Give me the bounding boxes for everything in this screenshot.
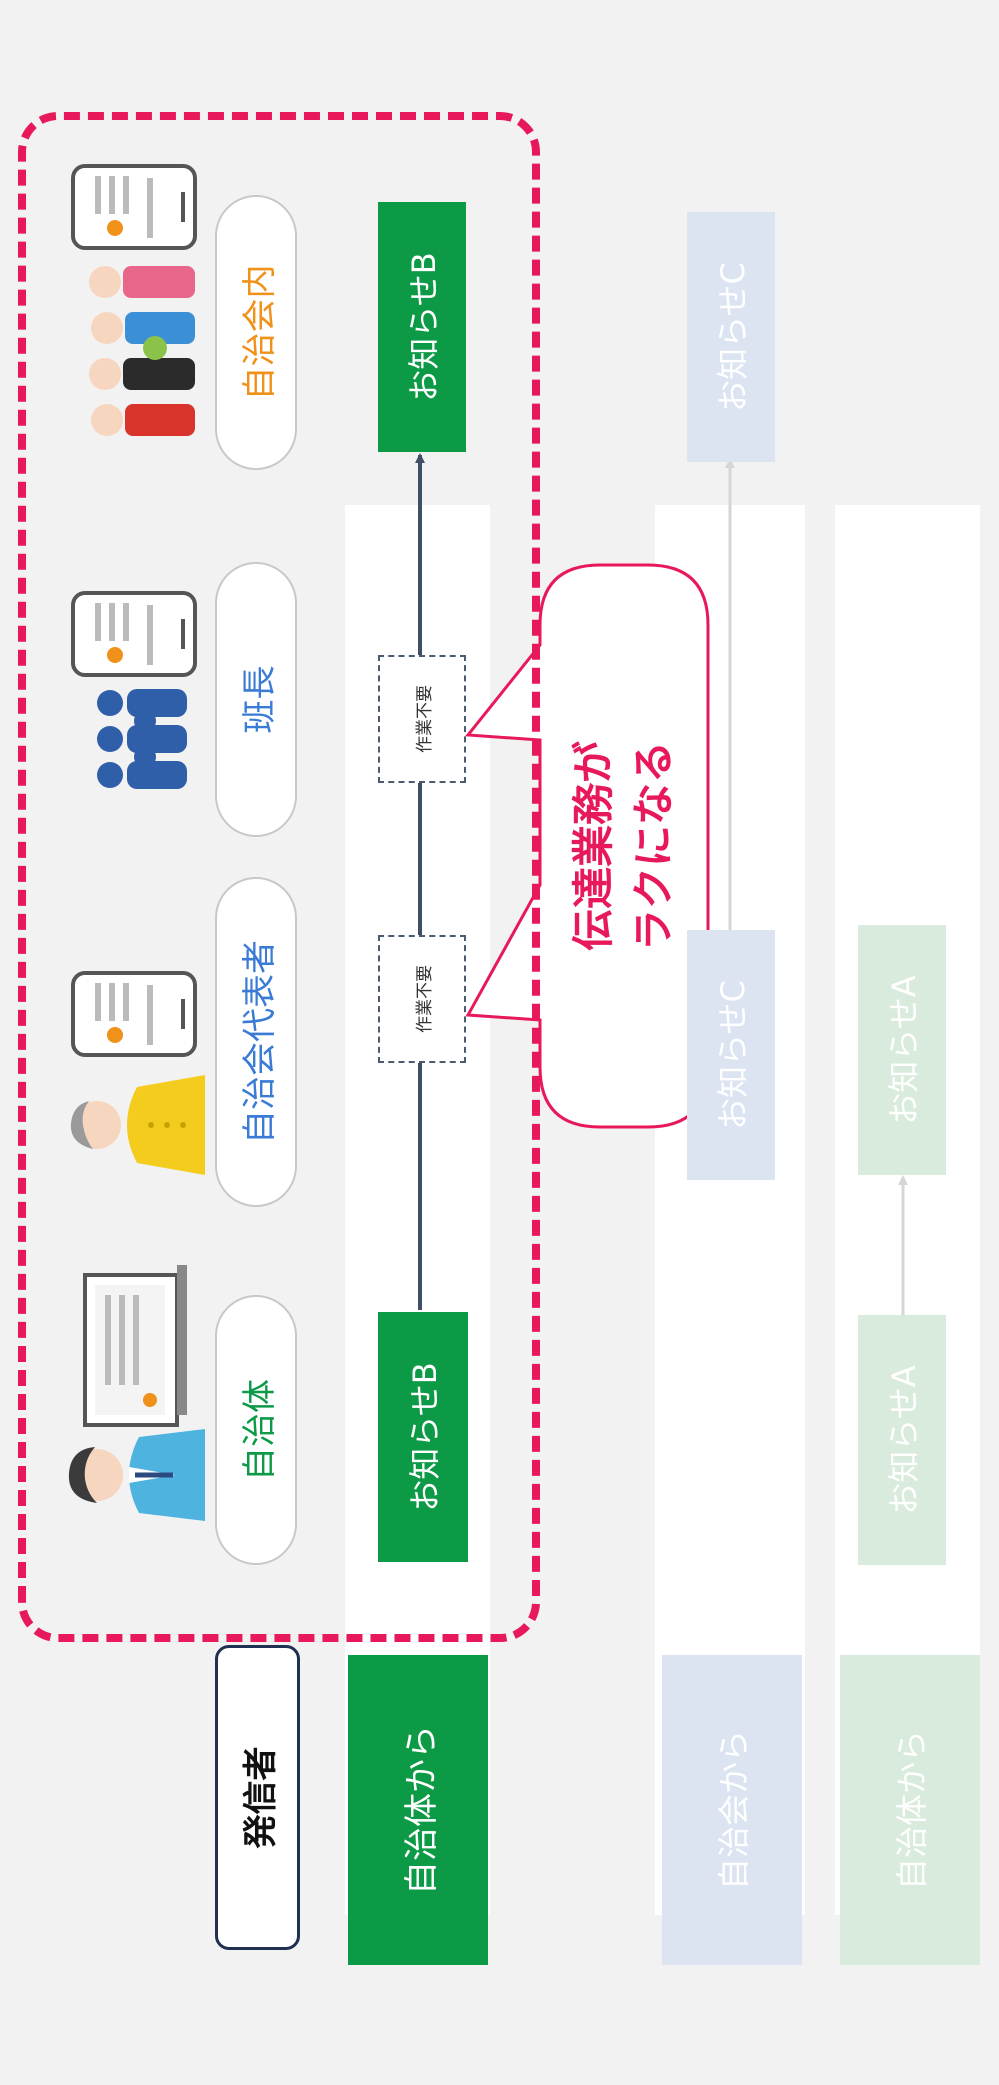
faded-a-start: お知らせA — [858, 1315, 946, 1565]
group-leader-icon — [71, 591, 197, 789]
faded-c-start: お知らせC — [687, 930, 775, 1180]
municipal-staff-icon — [68, 1265, 205, 1521]
highlight-frame — [18, 112, 540, 1642]
callout-text: 伝達業務が ラクになる — [540, 565, 708, 1127]
faded-a-end: お知らせA — [858, 925, 946, 1175]
faded-c-sender: 自治会から — [662, 1655, 802, 1965]
faded-a-sender: 自治体から — [840, 1655, 980, 1965]
callout-line-1: 伝達業務が — [569, 741, 618, 952]
callout-line-2: ラクになる — [629, 741, 678, 952]
association-rep-icon — [70, 971, 205, 1175]
faded-c-end: お知らせC — [687, 212, 775, 462]
residents-icon — [71, 164, 197, 436]
